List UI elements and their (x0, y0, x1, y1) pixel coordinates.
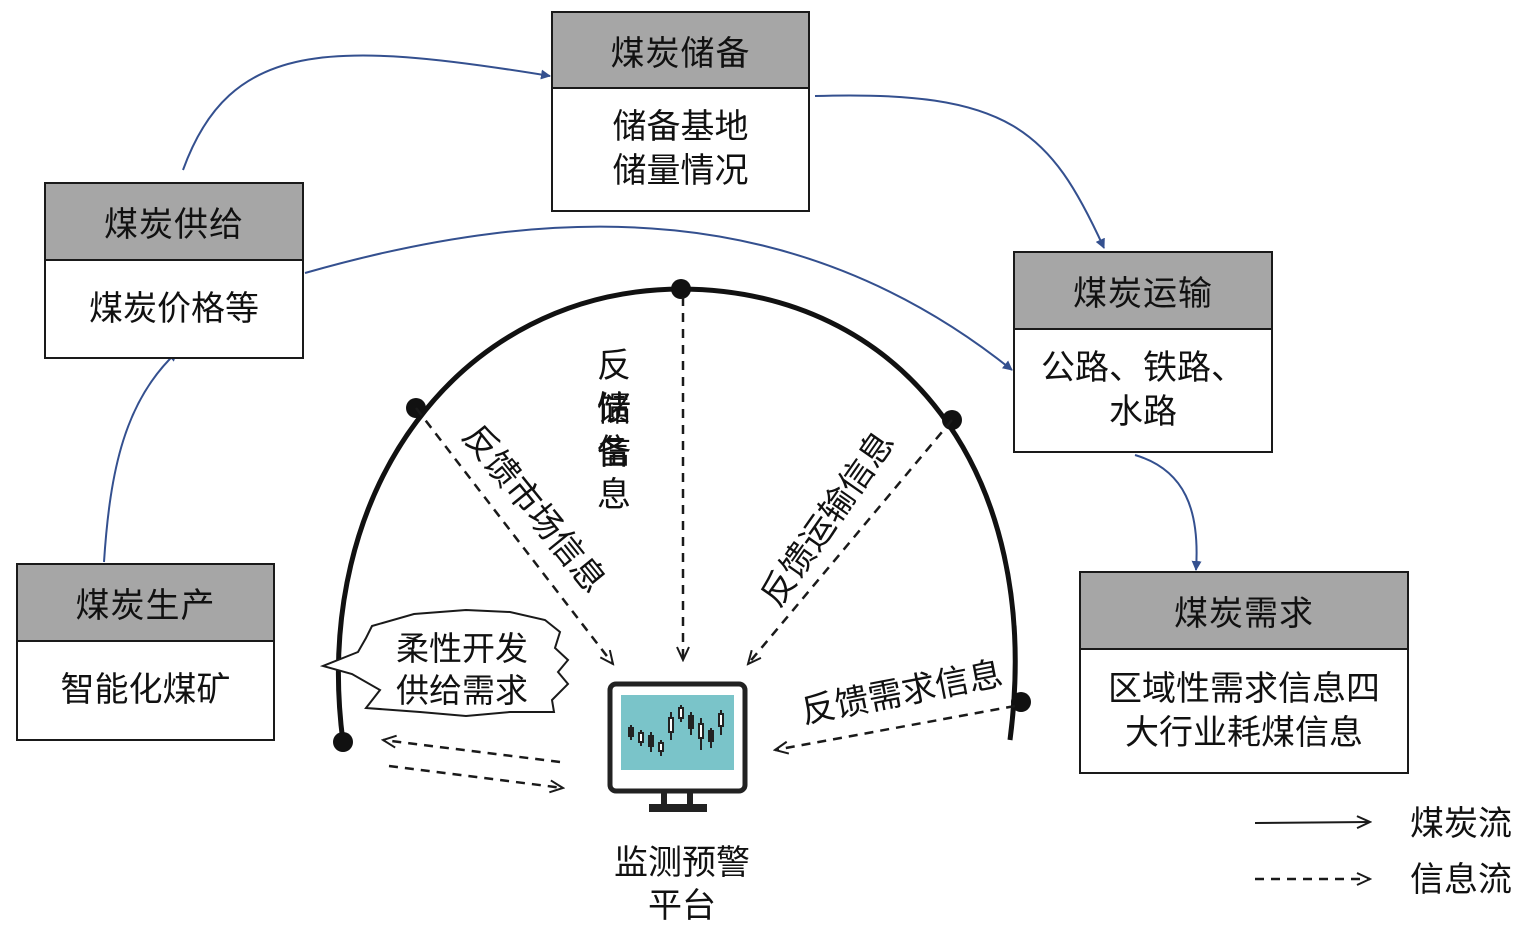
burst-callout (319, 608, 570, 718)
coal-storage-title: 煤炭储备 (553, 13, 808, 89)
coal-storage-body: 储备基地 储量情况 (553, 89, 808, 209)
coal-transport-line: 水路 (1109, 392, 1177, 432)
info-flow-arrow-transport (748, 419, 953, 664)
coal-transport-box: 煤炭运输 公路、铁路、 水路 (1013, 251, 1273, 453)
arc-node-right-bottom (1011, 692, 1031, 712)
coal-supply-line: 煤炭价格等 (89, 288, 259, 329)
coal-supply-body: 煤炭价格等 (46, 261, 302, 356)
coal-flow-arrow-supply-to-transport (304, 225, 1013, 371)
coal-production-title: 煤炭生产 (18, 565, 273, 642)
legend-coal-flow-line (1254, 822, 1370, 823)
coal-supply-title: 煤炭供给 (46, 184, 302, 261)
feedback-storage-char: 馈 (597, 389, 631, 429)
coal-demand-box: 煤炭需求 区域性需求信息四 大行业耗煤信息 (1079, 571, 1409, 774)
monitor-icon (607, 681, 748, 812)
info-flow-arrow-to-production (383, 740, 561, 764)
feedback-storage-label-3: 信 息 (597, 431, 631, 517)
coal-production-body: 智能化煤矿 (18, 642, 273, 738)
feedback-storage-char: 信 (597, 432, 631, 472)
feedback-storage-char: 备 (597, 433, 631, 473)
flex-dev-line1: 柔性开发 (396, 629, 528, 668)
coal-supply-box: 煤炭供给 煤炭价格等 (44, 182, 304, 359)
coal-demand-title: 煤炭需求 (1081, 573, 1407, 650)
feedback-storage-char: 反 (597, 346, 631, 386)
flex-dev-line2: 供给需求 (396, 671, 528, 710)
info-flow-arrow-demand (775, 704, 1016, 750)
coal-storage-box: 煤炭储备 储备基地 储量情况 (551, 11, 810, 212)
coal-production-line: 智能化煤矿 (60, 670, 231, 710)
info-flow-arrow-from-production (388, 764, 563, 788)
coal-flow-arrow-transport-to-demand (1134, 454, 1202, 571)
coal-flow-arrow-supply-to-storage (182, 54, 551, 171)
feedback-storage-label-2: 储 备 (597, 389, 631, 475)
coal-transport-title: 煤炭运输 (1015, 253, 1271, 330)
coal-storage-line: 储备基地 (612, 107, 749, 147)
coal-demand-line: 大行业耗煤信息 (1125, 712, 1363, 753)
coal-demand-body: 区域性需求信息四 大行业耗煤信息 (1081, 650, 1407, 771)
arc-node-left-bottom (333, 732, 353, 752)
platform-label-line2: 平台 (648, 886, 716, 926)
coal-production-box: 煤炭生产 智能化煤矿 (16, 563, 275, 741)
coal-storage-line: 储量情况 (612, 151, 749, 191)
feedback-storage-char: 息 (597, 475, 631, 515)
coal-transport-body: 公路、铁路、 水路 (1015, 330, 1271, 450)
legend-info-flow-label: 信息流 (1410, 860, 1512, 900)
legend-coal-flow-label: 煤炭流 (1410, 804, 1512, 844)
coal-demand-line: 区域性需求信息四 (1108, 668, 1380, 709)
coal-transport-line: 公路、铁路、 (1041, 348, 1245, 388)
coal-flow-arrow-production-to-supply (103, 351, 178, 563)
arc-node-top (671, 279, 691, 299)
coal-flow-arrow-storage-to-transport (814, 94, 1105, 249)
feedback-storage-char: 储 (597, 390, 631, 430)
platform-label-line1: 监测预警 (614, 843, 750, 883)
feedback-storage-label: 反 馈 (597, 345, 631, 431)
info-flow-arrow-market (415, 407, 613, 664)
